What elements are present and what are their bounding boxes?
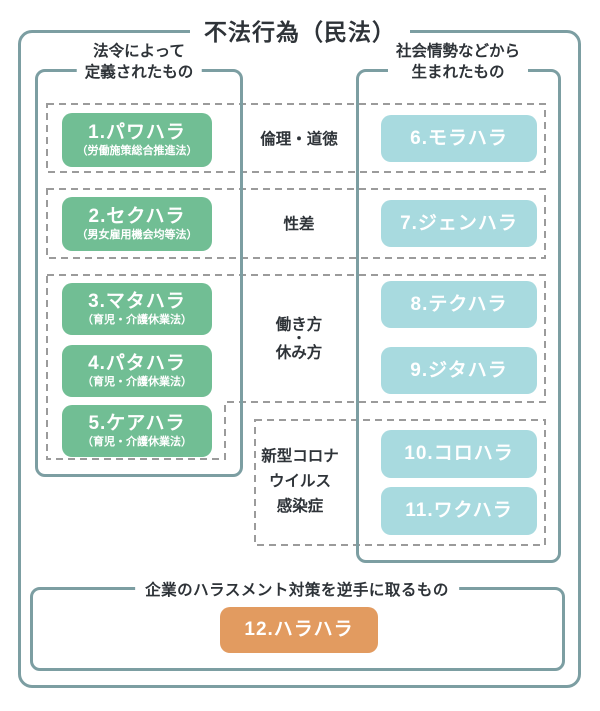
- left-group-title: 法令によって 定義されたもの: [76, 42, 202, 84]
- category-workstyle-dot: ・: [292, 330, 306, 346]
- pill-5-keahara: 5.ケアハラ （育児・介護休業法）: [62, 405, 212, 457]
- pill-2-label: 2.セクハラ: [88, 206, 186, 228]
- right-group-title-line1: 社会情勢などから: [395, 43, 521, 60]
- pill-4-patahara: 4.パタハラ （育児・介護休業法）: [62, 345, 212, 397]
- pill-12-label: 12.ハラハラ: [244, 619, 354, 641]
- pill-7-label: 7.ジェンハラ: [400, 212, 518, 234]
- pill-3-law: （育児・介護休業法）: [82, 314, 192, 327]
- category-gender-line1: 性差: [283, 216, 315, 233]
- bottom-group-title: 企業のハラスメント対策を逆手に取るもの: [135, 578, 459, 600]
- pill-6-label: 6.モラハラ: [410, 127, 508, 149]
- right-group-title-line2: 生まれたもの: [411, 63, 505, 81]
- pill-5-label: 5.ケアハラ: [88, 413, 186, 435]
- category-covid-line3: 感染症: [276, 497, 324, 515]
- pill-4-label: 4.パタハラ: [88, 353, 186, 375]
- pill-7-jenhara: 7.ジェンハラ: [381, 200, 537, 247]
- pill-10-label: 10.コロハラ: [404, 443, 514, 465]
- pill-8-label: 8.テクハラ: [410, 293, 508, 315]
- pill-1-label: 1.パワハラ: [88, 122, 186, 144]
- pill-10-korohara: 10.コロハラ: [381, 430, 537, 478]
- pill-3-matahara: 3.マタハラ （育児・介護休業法）: [62, 283, 212, 335]
- pill-2-sekuhara: 2.セクハラ （男女雇用機会均等法）: [62, 197, 212, 251]
- pill-5-law: （育児・介護休業法）: [82, 436, 192, 449]
- pill-9-label: 9.ジタハラ: [410, 359, 508, 381]
- category-ethics-line1: 倫理・道徳: [260, 131, 338, 148]
- category-label-ethics-morals: 倫理・道徳: [260, 127, 338, 149]
- category-label-covid19: 新型コロナ ウイルス 感染症: [261, 445, 339, 519]
- page-title: 不法行為（民法）: [190, 13, 410, 47]
- right-group-title: 社会情勢などから 生まれたもの: [387, 42, 529, 84]
- pill-6-morahara: 6.モラハラ: [381, 115, 537, 162]
- pill-4-law: （育児・介護休業法）: [82, 376, 192, 389]
- pill-1-pawahara: 1.パワハラ （労働施策総合推進法）: [62, 113, 212, 167]
- pill-11-wakuhara: 11.ワクハラ: [381, 487, 537, 535]
- pill-9-jitahara: 9.ジタハラ: [381, 347, 537, 394]
- pill-1-law: （労働施策総合推進法）: [76, 145, 198, 158]
- left-group-title-line2: 定義されたもの: [84, 63, 194, 81]
- category-label-workstyle: 働き方 ・ 休み方: [276, 316, 323, 361]
- category-covid-line2: ウイルス: [268, 472, 332, 490]
- category-workstyle-line2: 休み方: [275, 344, 323, 362]
- pill-2-law: （男女雇用機会均等法）: [76, 229, 198, 242]
- pill-11-label: 11.ワクハラ: [405, 500, 513, 522]
- category-label-gender-difference: 性差: [283, 212, 314, 234]
- category-covid-line1: 新型コロナ: [261, 447, 339, 465]
- pill-8-tekuhara: 8.テクハラ: [381, 281, 537, 328]
- category-workstyle-line1: 働き方: [275, 316, 323, 334]
- left-group-title-line1: 法令によって: [93, 43, 185, 60]
- pill-12-harahara: 12.ハラハラ: [220, 607, 378, 653]
- pill-3-label: 3.マタハラ: [88, 291, 186, 313]
